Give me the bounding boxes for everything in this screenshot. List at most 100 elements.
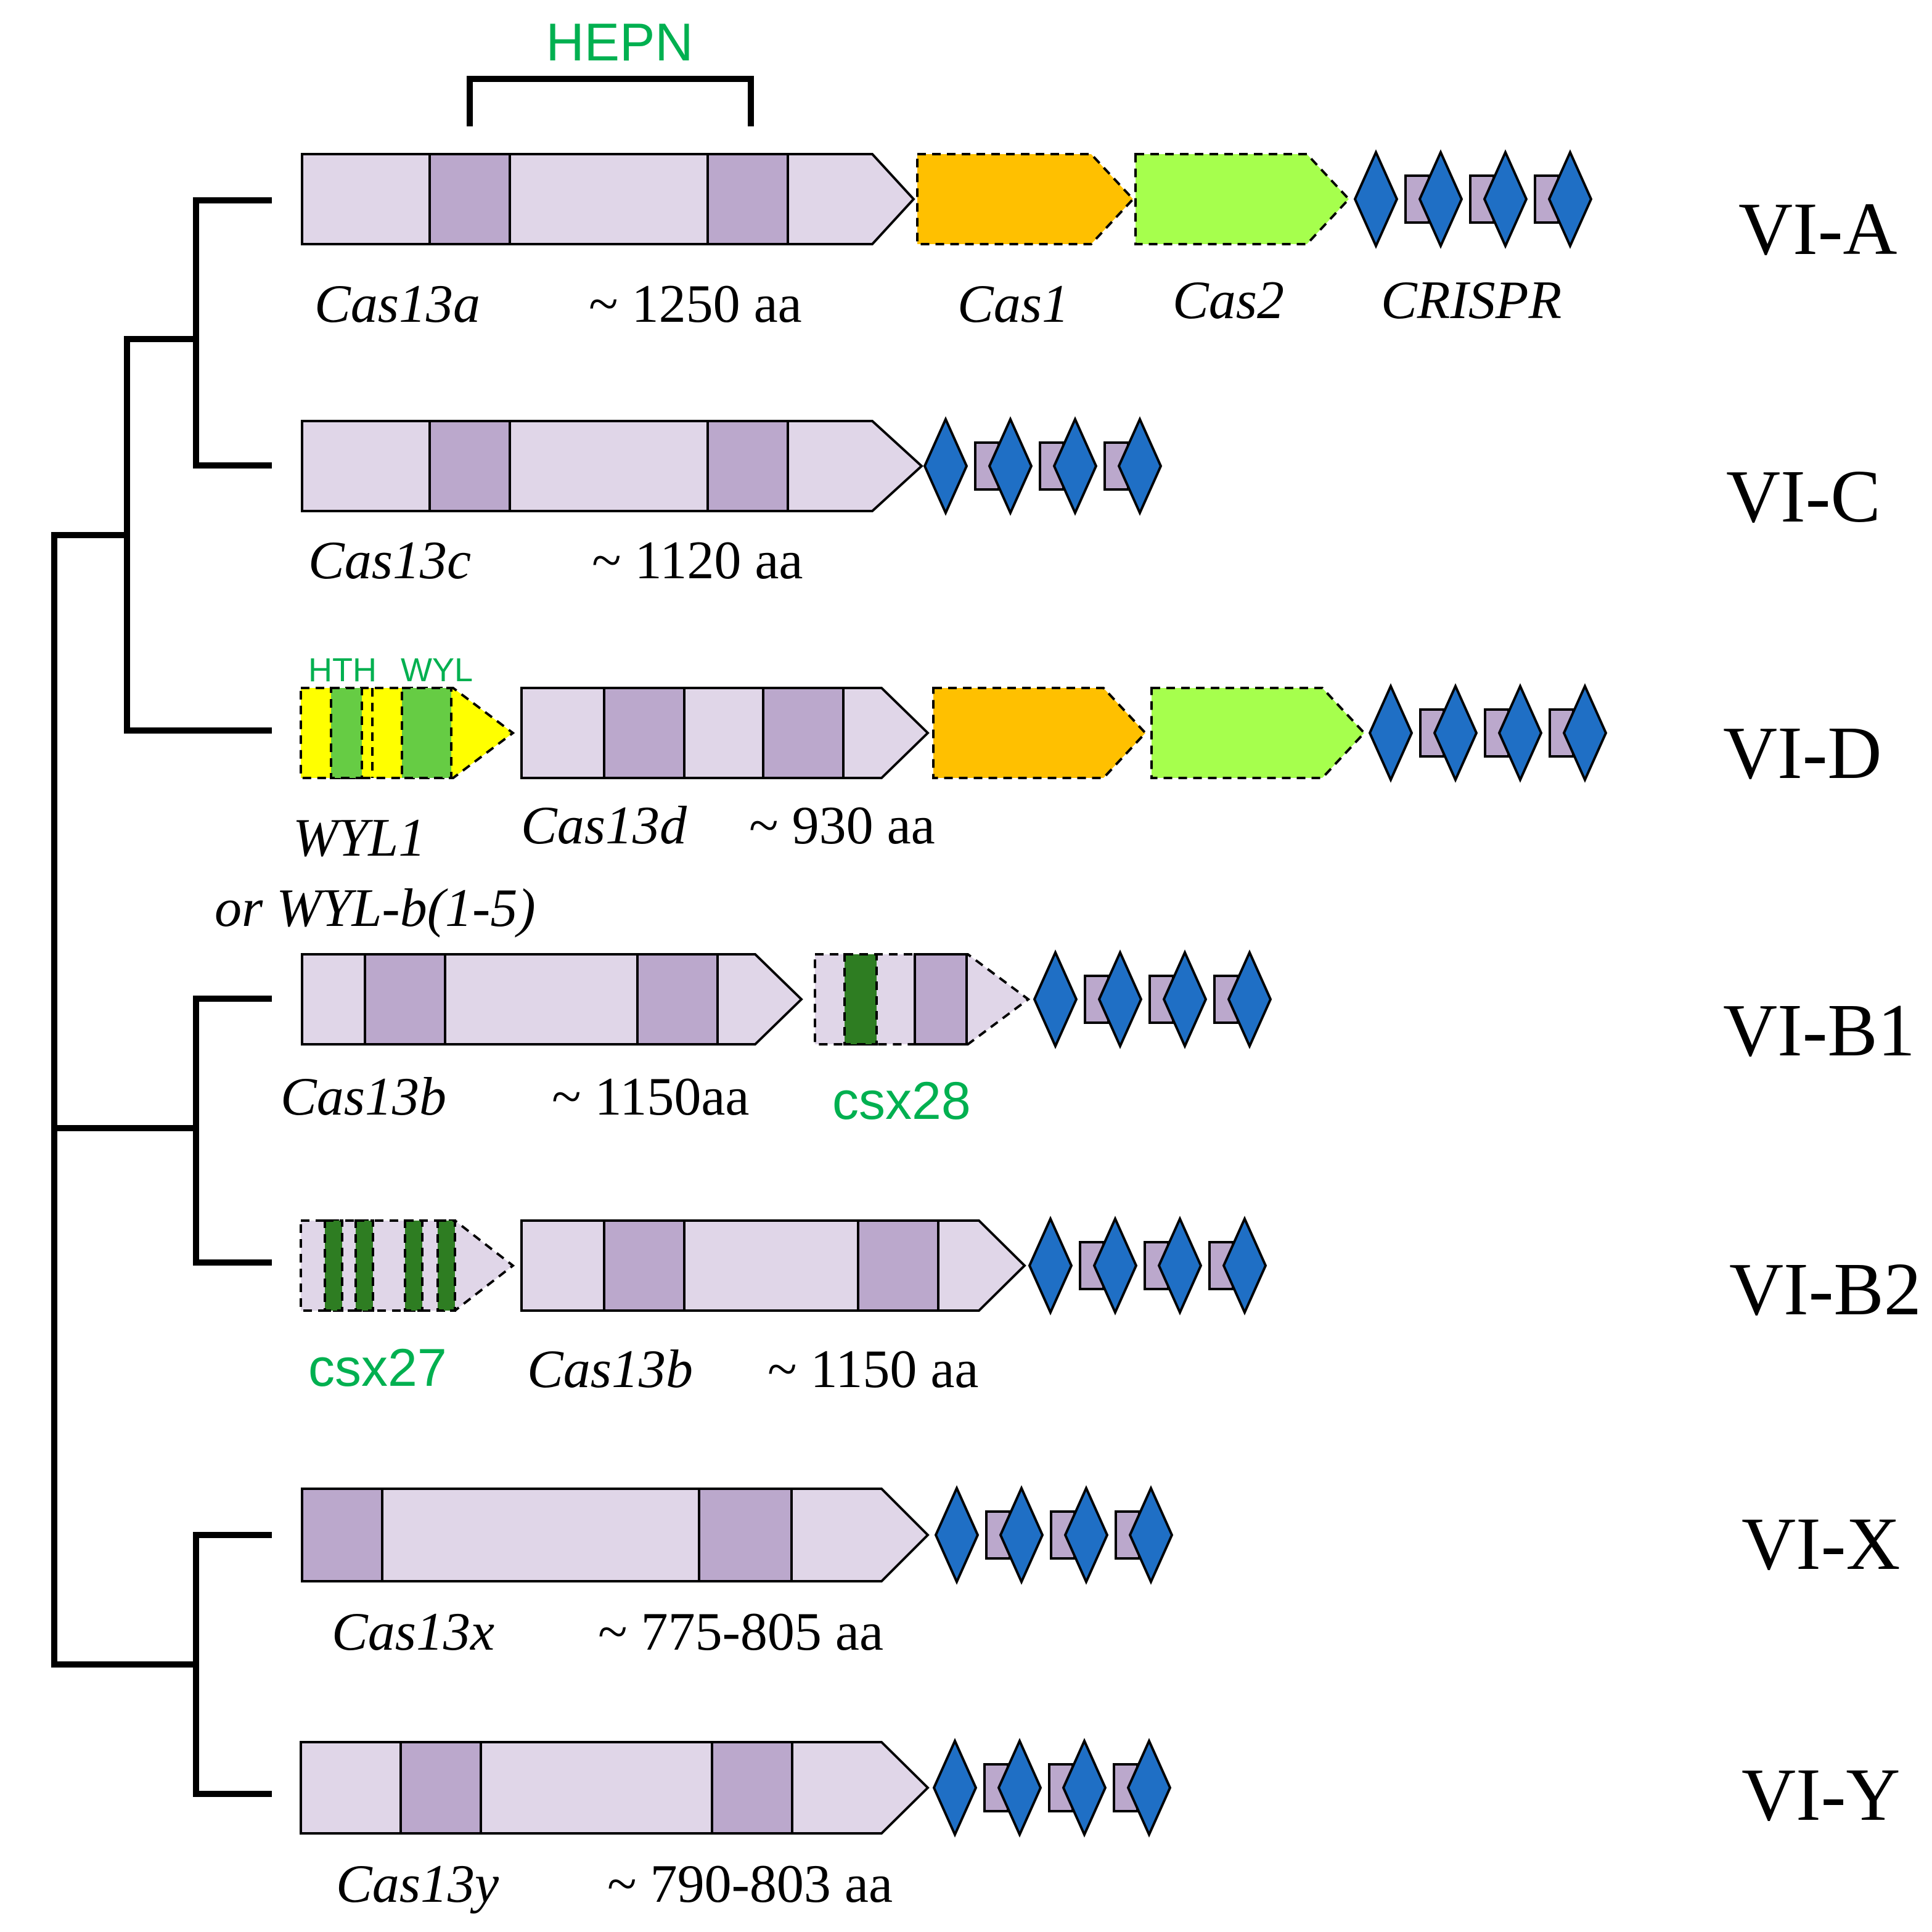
- cas13x-gene-arrow: [301, 1488, 930, 1582]
- cas13d-gene-arrow: [520, 687, 930, 779]
- crispr-repeat-diamond: [1157, 1216, 1203, 1316]
- phylogenetic-tree: [51, 197, 272, 1797]
- crispr-array: [923, 416, 1163, 516]
- cas13c-label: Cas13c: [308, 531, 471, 591]
- row-vi-d: HTH WYL WYL1 or WYL-b(1-5) Cas13d ~ 930 …: [215, 652, 1881, 938]
- crispr-repeat-diamond: [1368, 683, 1414, 783]
- row-vi-c: Cas13c ~ 1120 aa VI-C: [301, 416, 1881, 591]
- cas2-gene-arrow: [1134, 153, 1351, 245]
- cas13c-size-label: ~ 1120 aa: [592, 531, 803, 591]
- type-label-vi-a: VI-A: [1738, 187, 1897, 271]
- crispr-array: [1353, 149, 1593, 249]
- hepn-domain-2: [706, 420, 789, 512]
- crispr-array: [934, 1485, 1174, 1585]
- hepn-domain-1: [603, 687, 686, 779]
- crispr-repeat-diamond: [1562, 683, 1608, 783]
- crispr-repeat-diamond: [1028, 1216, 1073, 1316]
- hepn-domain-2: [698, 1488, 793, 1582]
- hepn-domain-2: [762, 687, 845, 779]
- type-label-vi-y: VI-Y: [1742, 1753, 1900, 1836]
- cas1-label: Cas1: [957, 274, 1069, 334]
- hepn-domain-2: [857, 1219, 939, 1312]
- crispr-repeat-diamond: [1433, 683, 1478, 783]
- type-label-vi-b2: VI-B2: [1729, 1248, 1922, 1331]
- crispr-repeat-diamond: [1052, 416, 1098, 516]
- cas2-label: Cas2: [1173, 271, 1284, 330]
- hepn-domain-1: [364, 953, 446, 1046]
- crispr-repeat-diamond: [1117, 416, 1163, 516]
- hepn-domain-1: [603, 1219, 686, 1312]
- csx28-label: csx28: [832, 1071, 971, 1131]
- cas13a-gene-arrow: [301, 153, 915, 245]
- crispr-repeat-diamond: [1483, 149, 1528, 249]
- csx28-hepn-domain: [914, 953, 968, 1046]
- crispr-repeat-diamond: [1418, 149, 1463, 249]
- crispr-repeat-diamond: [932, 1738, 978, 1838]
- wyl-alt-label: or WYL-b(1-5): [215, 878, 536, 938]
- hth-domain-label: HTH: [308, 652, 377, 689]
- type-label-vi-x: VI-X: [1742, 1502, 1900, 1586]
- row-vi-b1: Cas13b ~ 1150aa csx28 VI-B1: [280, 949, 1915, 1131]
- hepn-domain-1: [399, 1741, 482, 1835]
- cas13b-gene-arrow: [520, 1219, 1026, 1312]
- crispr-array: [1028, 1216, 1267, 1316]
- crispr-repeat-diamond: [1227, 949, 1272, 1049]
- crispr-repeat-diamond: [999, 1485, 1044, 1585]
- cas1-gene-arrow: [932, 687, 1147, 779]
- csx27-dark-domain-4: [436, 1219, 456, 1312]
- crispr-spacer: [1484, 708, 1510, 758]
- cas13x-label: Cas13x: [332, 1602, 494, 1662]
- hepn-label: HEPN: [546, 13, 694, 72]
- crispr-repeat-diamond: [1128, 1485, 1174, 1585]
- wyl1-label: WYL1: [293, 808, 425, 868]
- wyl-domain: [401, 687, 452, 779]
- cas13b-label: Cas13b: [527, 1340, 693, 1399]
- crispr-repeat-diamond: [923, 416, 968, 516]
- cas13b-label: Cas13b: [280, 1067, 446, 1127]
- crispr-array: [1033, 949, 1272, 1049]
- crispr-label: CRISPR: [1381, 271, 1562, 330]
- row-vi-b2: csx27 Cas13b ~ 1150 aa VI-B2: [300, 1216, 1922, 1399]
- crispr-repeat-diamond: [1092, 1216, 1138, 1316]
- cas13a-label: Cas13a: [314, 274, 480, 334]
- hth-domain: [330, 687, 363, 779]
- csx28-dark-domain: [843, 953, 878, 1046]
- crispr-repeat-diamond: [1547, 149, 1593, 249]
- crispr-repeat-diamond: [1097, 949, 1143, 1049]
- cas13y-gene-arrow: [300, 1741, 930, 1835]
- crispr-repeat-diamond: [1353, 149, 1399, 249]
- cas13a-size-label: ~ 1250 aa: [589, 274, 802, 334]
- crispr-repeat-diamond: [1497, 683, 1543, 783]
- row-vi-y: Cas13y ~ 790-803 aa VI-Y: [300, 1738, 1900, 1914]
- crispr-repeat-diamond: [1162, 949, 1208, 1049]
- type-label-vi-b1: VI-B1: [1723, 989, 1915, 1072]
- cas13b-size-label: ~ 1150 aa: [767, 1340, 978, 1399]
- cas13y-label: Cas13y: [336, 1854, 499, 1914]
- cas2-gene-arrow: [1150, 687, 1366, 779]
- cas13b-size-label: ~ 1150aa: [552, 1067, 749, 1127]
- crispr-repeat-diamond: [934, 1485, 980, 1585]
- hepn-domain-2: [706, 153, 789, 245]
- crispr-repeat-diamond: [1063, 1485, 1109, 1585]
- csx27-label: csx27: [308, 1338, 447, 1398]
- hepn-bracket: HEPN: [467, 13, 754, 126]
- cas13d-label: Cas13d: [521, 796, 687, 856]
- crispr-repeat-diamond: [1222, 1216, 1267, 1316]
- crispr-repeat-diamond: [997, 1738, 1042, 1838]
- row-vi-x: Cas13x ~ 775-805 aa VI-X: [301, 1485, 1900, 1662]
- hepn-domain-2: [711, 1741, 793, 1835]
- hepn-domain-1: [428, 420, 511, 512]
- crispr-repeat-diamond: [1062, 1738, 1107, 1838]
- hepn-domain-1: [428, 153, 511, 245]
- cas1-gene-arrow: [916, 153, 1135, 245]
- hepn-domain-2: [636, 953, 719, 1046]
- csx27-dark-domain-3: [404, 1219, 424, 1312]
- type-label-vi-d: VI-D: [1723, 711, 1881, 795]
- csx27-dark-domain-2: [354, 1219, 374, 1312]
- cas13d-size-label: ~ 930 aa: [749, 796, 935, 856]
- csx27-dark-domain-1: [324, 1219, 343, 1312]
- crispr-repeat-diamond: [1126, 1738, 1172, 1838]
- cas13c-gene-arrow: [301, 420, 923, 512]
- crispr-repeat-diamond: [1033, 949, 1078, 1049]
